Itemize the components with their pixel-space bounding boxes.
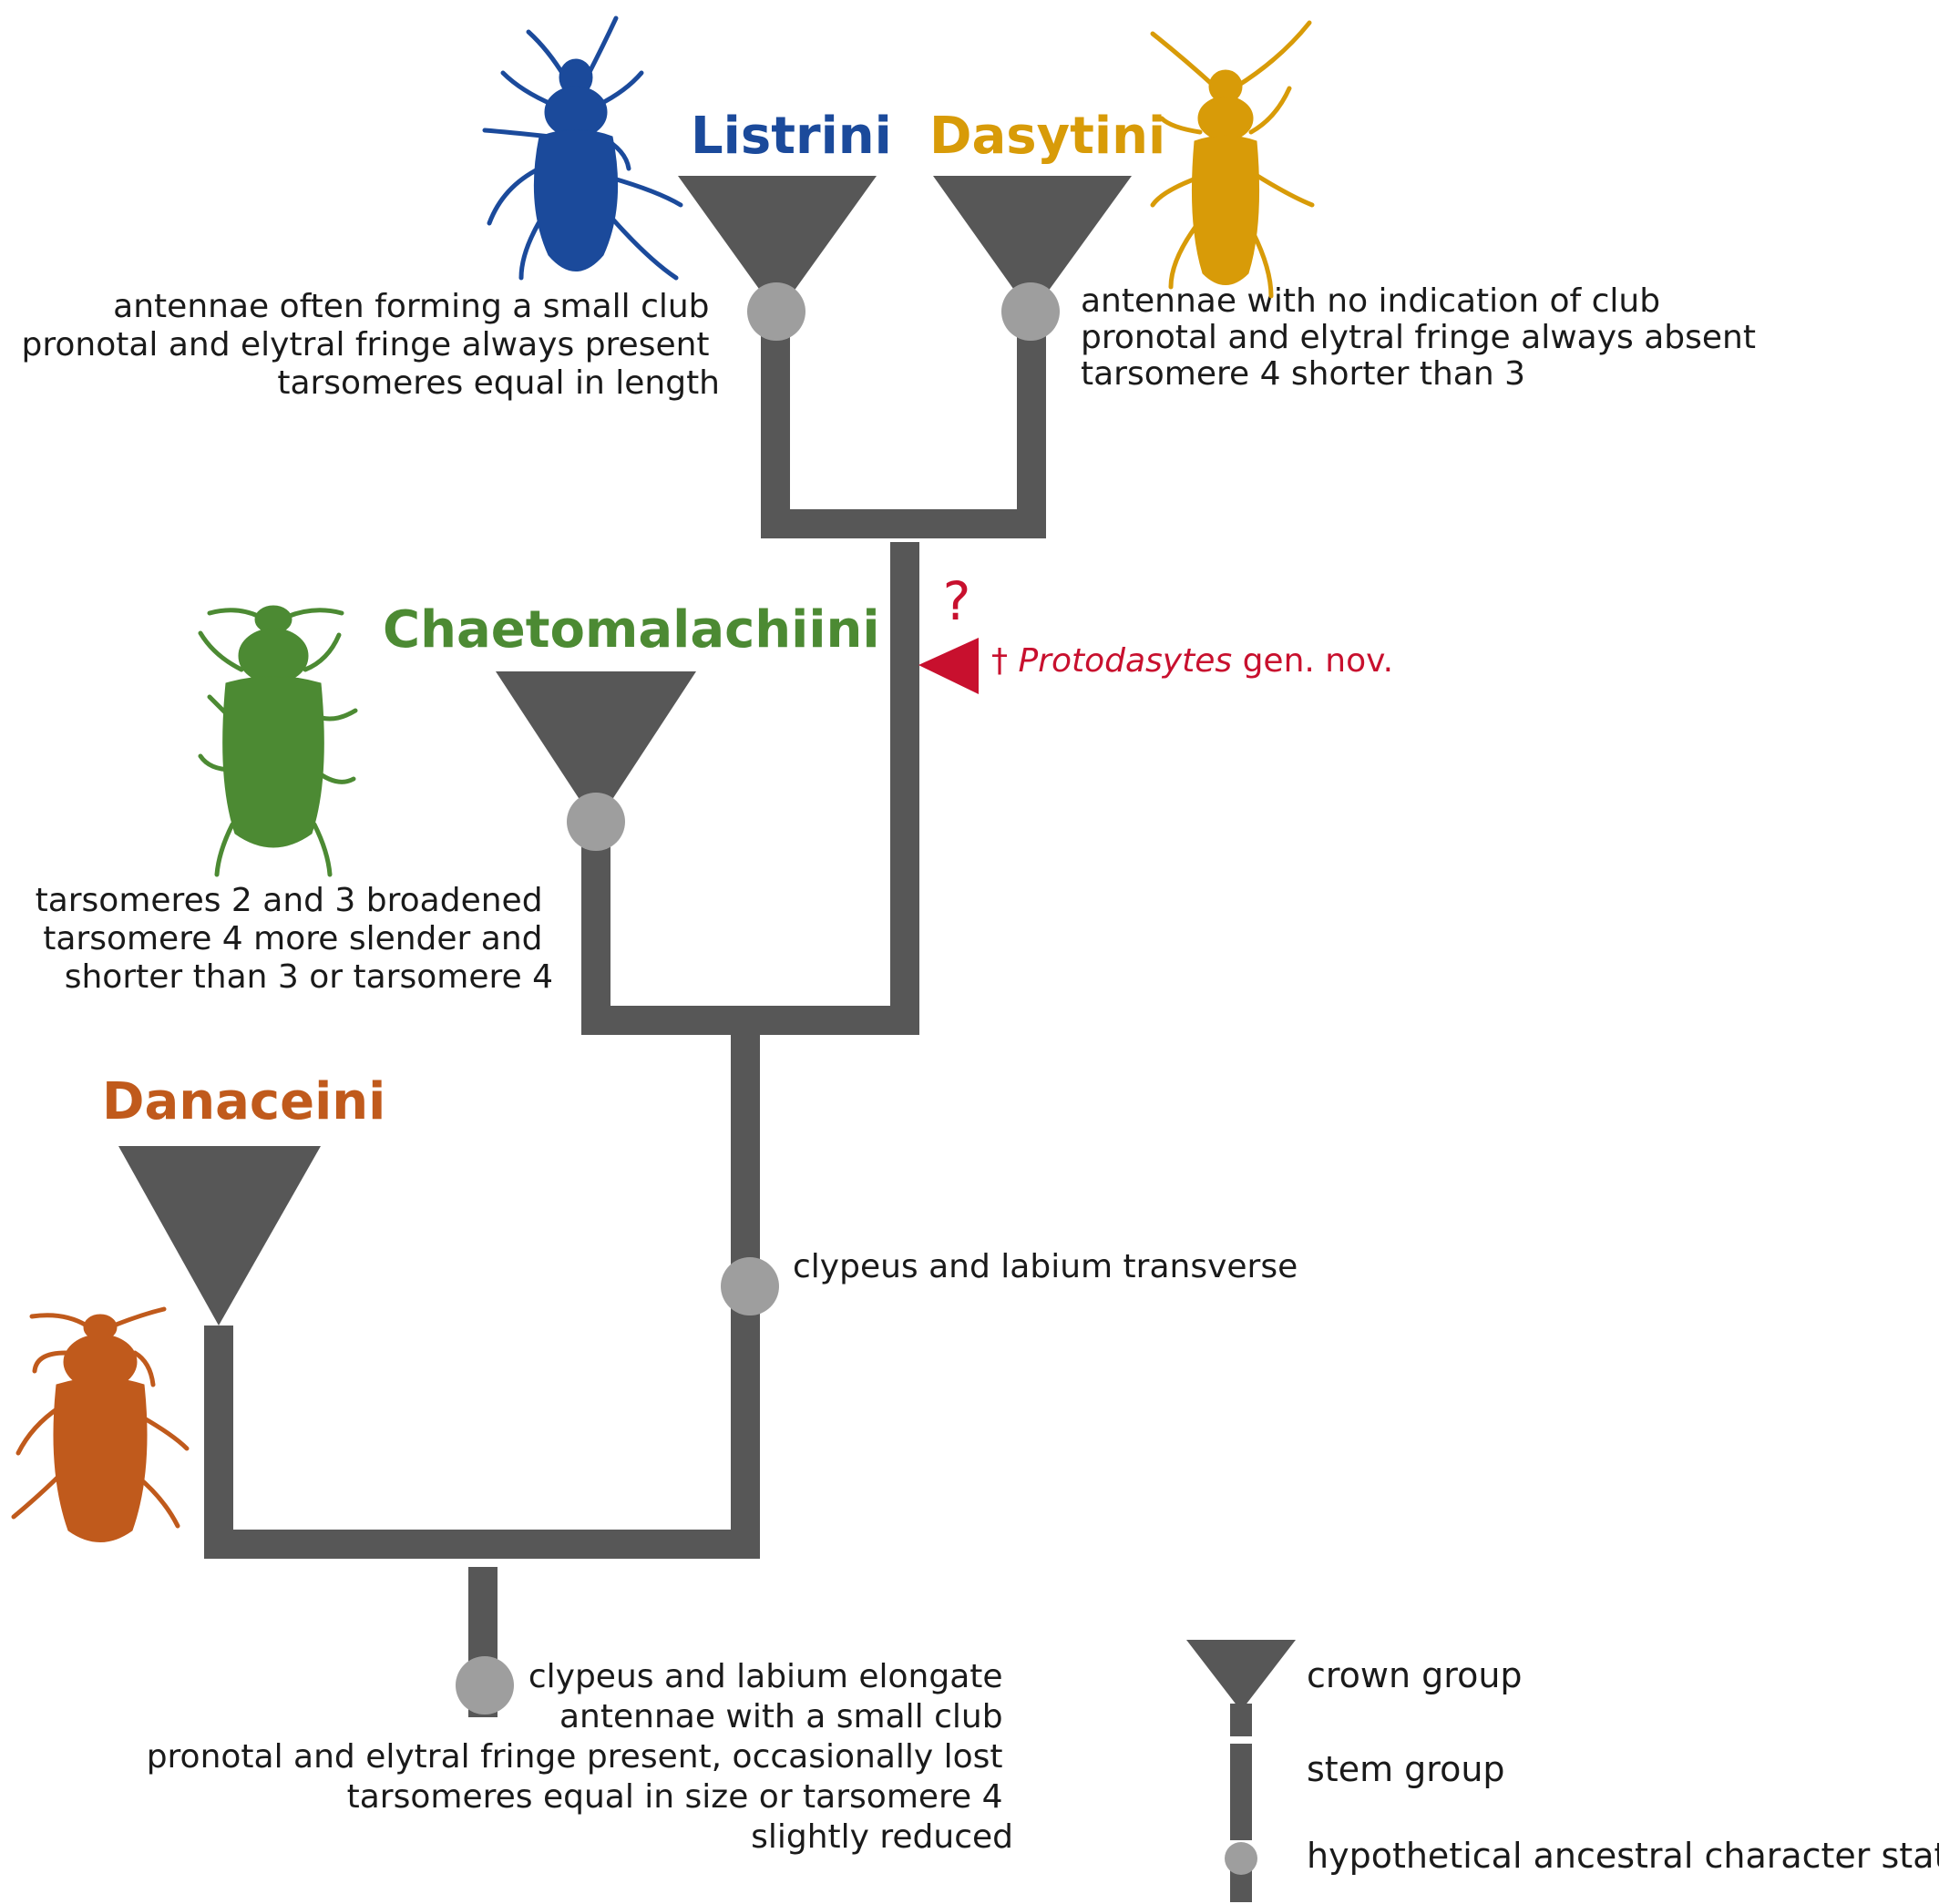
chaetomalachiini-trait-line: tarsomeres 2 and 3 broadened	[36, 882, 543, 919]
dasytini-traits: antennae with no indication of club pron…	[1081, 282, 1766, 393]
ancestral-nodes	[456, 282, 1060, 1715]
listrini-traits: antennae often forming a small club pron…	[21, 288, 720, 402]
root-trait-line: pronotal and elytral fringe present, occ…	[147, 1738, 1003, 1776]
dasytini-crown-group	[933, 176, 1132, 314]
listrini-ancestral-node	[747, 282, 805, 341]
listrini-dasytini-split	[761, 314, 1046, 538]
chaetomalachiini-crown-group	[496, 671, 696, 824]
legend-ancestral-label: hypothetical ancestral character state	[1307, 1836, 1939, 1876]
chaetomalachiini-trait-line: shorter than 3 or tarsomere 4	[65, 958, 553, 996]
danaceini-beetle-icon	[11, 1306, 190, 1542]
root-ancestral-node	[456, 1656, 514, 1715]
root-trait-line: slightly reduced	[751, 1818, 1013, 1856]
listrini-beetle-icon	[482, 15, 683, 281]
root-trait-line: antennae with a small club	[559, 1698, 1003, 1735]
chaetomalachiini-upper-split	[581, 542, 919, 1035]
fossil-label: † Protodasytes gen. nov.	[991, 642, 1393, 680]
dasytini-trait-line: tarsomere 4 shorter than 3	[1081, 355, 1525, 393]
fossil-placement: ? † Protodasytes gen. nov.	[918, 570, 1393, 694]
fossil-suffix: gen. nov.	[1243, 642, 1394, 680]
dasytini-label: Dasytini	[929, 107, 1165, 166]
listrini-crown-group	[678, 176, 877, 314]
fossil-question-mark: ?	[943, 570, 971, 632]
tree-branches	[204, 314, 1046, 1717]
chaetomalachiini-beetle-icon	[198, 605, 358, 877]
dasytini-beetle-icon	[1150, 20, 1315, 299]
fossil-dagger: †	[991, 642, 1008, 680]
legend-ancestral-node	[1225, 1842, 1257, 1875]
listrini-trait-line: pronotal and elytral fringe always prese…	[21, 326, 709, 363]
legend-stem-segment	[1230, 1744, 1252, 1840]
dasytini-trait-line: antennae with no indication of club	[1081, 282, 1660, 320]
legend-crown-label: crown group	[1307, 1655, 1523, 1695]
root-trait-line: clypeus and labium elongate	[528, 1658, 1003, 1695]
dasytini-trait-line: pronotal and elytral fringe always absen…	[1081, 319, 1756, 356]
inner-node-traits: clypeus and labium transverse	[793, 1248, 1298, 1285]
root-node-traits: clypeus and labium elongate antennae wit…	[147, 1658, 1013, 1856]
crown-groups	[118, 176, 1132, 1326]
fossil-arrow-icon	[918, 638, 979, 694]
chaetomalachiini-label: Chaetomalachiini	[383, 600, 880, 660]
danaceini-label: Danaceini	[102, 1072, 385, 1131]
legend-stem-label: stem group	[1307, 1749, 1505, 1789]
dasytini-ancestral-node	[1001, 282, 1060, 341]
listrini-trait-line: tarsomeres equal in length	[277, 364, 720, 402]
chaetomalachiini-ancestral-node	[567, 793, 625, 851]
legend-crown-stem-segment	[1230, 1704, 1252, 1736]
chaetomalachiini-traits: tarsomeres 2 and 3 broadened tarsomere 4…	[36, 882, 553, 996]
root-trait-line: tarsomeres equal in size or tarsomere 4	[347, 1778, 1003, 1816]
fossil-genus: Protodasytes	[1018, 642, 1232, 680]
danaceini-crown-group	[118, 1146, 321, 1326]
inner-node-trait-line: clypeus and labium transverse	[793, 1248, 1298, 1285]
listrini-label: Listrini	[691, 107, 892, 166]
chaetomalachiini-trait-line: tarsomere 4 more slender and	[43, 920, 542, 957]
listrini-trait-line: antennae often forming a small club	[113, 288, 709, 325]
legend-crown-triangle	[1186, 1640, 1296, 1711]
legend: crown group stem group hypothetical ance…	[1186, 1640, 1939, 1902]
inner-ancestral-node	[721, 1257, 779, 1315]
